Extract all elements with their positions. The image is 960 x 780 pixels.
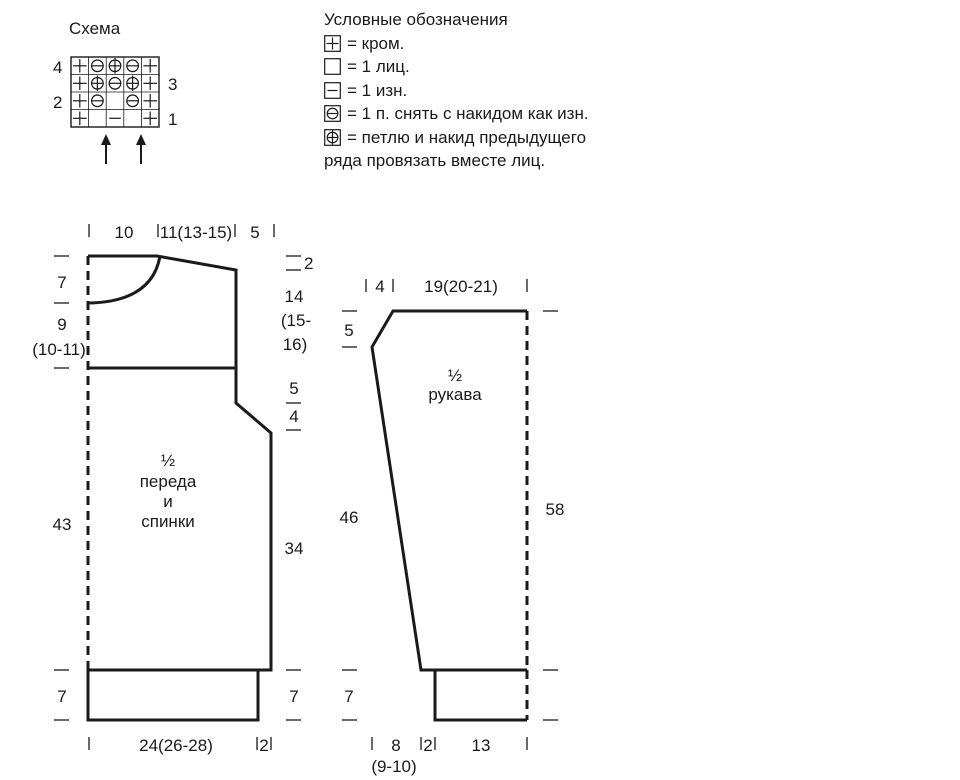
legend-item-text: = кром. <box>347 33 405 53</box>
legend-item-text: = петлю и накид предыдущего <box>347 127 587 147</box>
legend-item: = 1 лиц. <box>324 55 744 79</box>
neckline-curve <box>87 255 162 305</box>
body-labels: 10 11(13-15) 5 2 7 9 (10-11) 14 (15- 16)… <box>32 223 313 755</box>
row-number-3: 3 <box>168 75 177 94</box>
dim-bottom-edge: 2 <box>259 736 268 755</box>
legend-item: = 1 п. снять с накидом как изн. <box>324 102 744 126</box>
dim-shoulder-right: 5 <box>250 223 259 242</box>
purl-symbol-icon <box>324 81 341 99</box>
dim-armhole-3: 16) <box>283 335 308 354</box>
chart-cell-slip <box>108 76 122 90</box>
dim-sleeve-cap-depth: 5 <box>344 321 353 340</box>
row-number-4: 4 <box>53 58 62 77</box>
legend-title: Условные обозначения <box>324 10 508 29</box>
dim-body-length: 43 <box>53 515 72 534</box>
chart-cell-slip <box>90 94 104 108</box>
legend-item: = петлю и накид предыдущего <box>324 126 744 150</box>
edge-symbol-icon <box>324 34 341 52</box>
chart-cell-knit-tog <box>108 57 122 74</box>
row-number-2: 2 <box>53 93 62 112</box>
chart-cell-edge <box>143 111 157 126</box>
chart-cell-slip <box>126 94 140 108</box>
dim-sleeve-length-right: 58 <box>546 500 565 519</box>
legend-item: = кром. <box>324 32 744 56</box>
chart-cell-edge <box>73 59 87 73</box>
chart-grid <box>70 56 160 128</box>
legend-item-text: = 1 п. снять с накидом как изн. <box>347 104 589 123</box>
knit-tog-symbol-icon <box>324 128 341 146</box>
dim-armhole-1: 14 <box>285 287 304 306</box>
sleeve-labels: 4 19(20-21) 5 46 58 7 8 (9-10) 2 13 ½ ру… <box>340 277 565 776</box>
body-label-back: спинки <box>141 512 195 531</box>
chart-cell-edge <box>73 76 87 91</box>
legend-item: = 1 изн. <box>324 79 744 103</box>
body-label-half: ½ <box>161 451 175 470</box>
dim-sleeve-length-left: 46 <box>340 508 359 527</box>
body-label-front: переда <box>140 472 197 491</box>
knit-symbol-icon <box>324 58 341 76</box>
body-pattern <box>54 224 301 750</box>
dim-armhole-step-b: 4 <box>289 407 298 426</box>
chart-cell-knit-tog <box>90 75 104 92</box>
dim-sleeve-cap-left: 4 <box>375 277 384 296</box>
body-outline <box>88 254 273 672</box>
slip-symbol-icon <box>324 105 341 123</box>
legend-continuation: ряда провязать вместе лиц. <box>324 151 546 170</box>
dim-sleeve-bottom-left-alt: (9-10) <box>371 757 416 776</box>
body-rib-band <box>86 668 260 722</box>
legend-item-text: = 1 лиц. <box>347 57 410 76</box>
body-label-and: и <box>163 492 173 511</box>
sleeve-label-half: ½ <box>448 366 462 385</box>
row-number-1: 1 <box>168 110 177 129</box>
arrow-up-icon <box>101 134 111 164</box>
sleeve-pattern <box>342 279 558 750</box>
dim-sleeve-cuff: 7 <box>344 687 353 706</box>
chart-cell-edge <box>73 94 87 108</box>
body-dimension-ticks <box>54 224 301 750</box>
chart-cell-slip <box>90 59 104 73</box>
chart-cell-edge <box>73 111 87 126</box>
dim-side-length: 34 <box>285 539 304 558</box>
dim-upper-left-1: 9 <box>57 315 66 334</box>
dim-armhole-2: (15- <box>281 311 311 330</box>
dim-sleeve-bottom-mid: 2 <box>423 736 432 755</box>
chart-cell-edge <box>143 94 157 108</box>
sleeve-label-name: рукава <box>428 385 482 404</box>
chart-cell-edge <box>143 59 157 73</box>
stitch-chart: Схема 4 3 2 1 <box>53 19 177 164</box>
legend-item-text: = 1 изн. <box>347 80 408 100</box>
dim-bottom-width: 24(26-28) <box>139 736 213 755</box>
chart-cell-knit-tog <box>126 75 140 92</box>
dim-upper-left-2: (10-11) <box>32 340 86 359</box>
dim-rib-left: 7 <box>57 687 66 706</box>
sleeve-dimension-ticks <box>342 279 558 750</box>
dim-neck-width: 11(13-15) <box>160 223 232 242</box>
sleeve-cuff <box>433 670 527 722</box>
dim-shoulder-drop: 2 <box>304 254 313 273</box>
chart-title: Схема <box>69 19 121 38</box>
dim-sleeve-bottom-left: 8 <box>391 736 400 755</box>
dim-rib-right: 7 <box>289 687 298 706</box>
legend: Условные обозначения = кром. = 1 лиц. = 1 … <box>324 8 744 173</box>
dim-sleeve-bottom-right: 13 <box>472 736 491 755</box>
dim-armhole-step-a: 5 <box>289 379 298 398</box>
dim-neck-depth: 7 <box>57 273 66 292</box>
arrow-up-icon <box>136 134 146 164</box>
chart-cell-edge <box>143 76 157 91</box>
dim-sleeve-top-width: 19(20-21) <box>424 277 498 296</box>
dim-shoulder-left: 10 <box>115 223 134 242</box>
sleeve-outline <box>370 309 527 672</box>
chart-cell-slip <box>126 59 140 73</box>
